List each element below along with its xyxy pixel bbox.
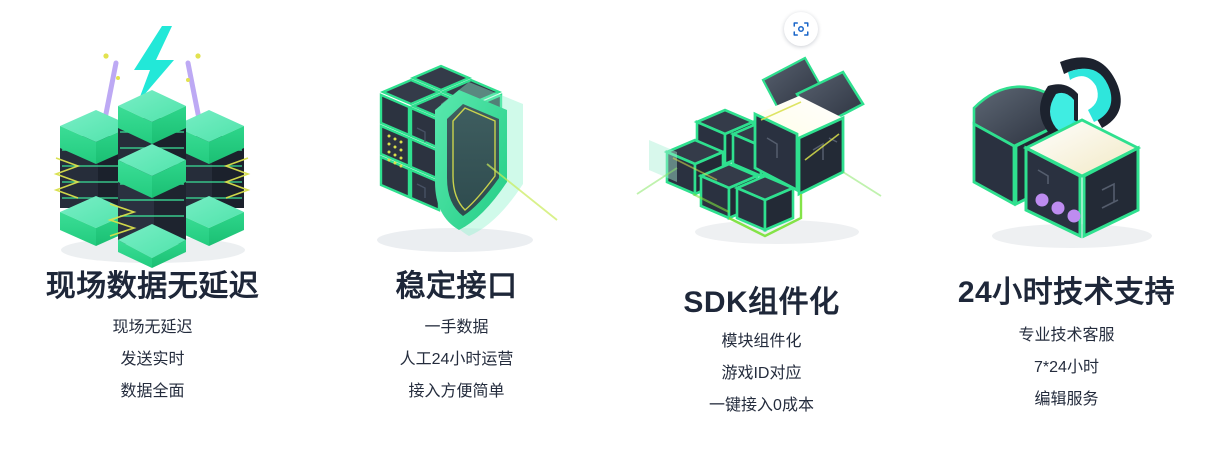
scan-focus-badge[interactable] — [784, 12, 818, 46]
light-beam — [485, 163, 558, 221]
title-block: SDK组件化 模块组件化 游戏ID对应 一键接入0成本 — [683, 284, 839, 422]
illustration-headset-cube — [915, 0, 1218, 268]
feature-title: SDK组件化 — [683, 286, 840, 319]
title-block: 24小时技术支持 专业技术客服 7*24小时 编辑服务 — [958, 274, 1175, 416]
feature-line: 7*24小时 — [1034, 359, 1099, 376]
ground-shadow — [991, 224, 1152, 248]
scan-focus-icon[interactable] — [792, 20, 810, 38]
status-dots — [1035, 193, 1080, 223]
feature-line: 一键接入0成本 — [709, 397, 814, 414]
feature-title: 24小时技术支持 — [957, 276, 1176, 309]
glass-panel — [648, 140, 677, 182]
feature-line: 编辑服务 — [1034, 391, 1099, 408]
feature-line: 数据全面 — [120, 383, 185, 400]
data-flow-lines — [53, 157, 250, 237]
feature-line: 现场无延迟 — [112, 319, 193, 336]
server-tower-front — [117, 144, 186, 268]
lightning-bolt-icon — [133, 26, 174, 102]
box-right — [797, 115, 844, 197]
circuit-traces — [766, 137, 837, 160]
feature-line: 专业技术客服 — [1018, 327, 1115, 344]
feature-card-support-24h: 24小时技术支持 专业技术客服 7*24小时 编辑服务 — [915, 0, 1218, 416]
server-tower-back-right — [173, 110, 244, 246]
illustration-shield-cube — [305, 0, 608, 268]
headset-cube-icon — [972, 57, 1152, 248]
box-left — [753, 111, 798, 193]
illustration-modular-cubes — [608, 0, 915, 268]
feature-title: 稳定接口 — [395, 270, 518, 303]
shield-cube-icon — [376, 64, 558, 252]
modular-cubes-icon — [636, 56, 881, 244]
server-stack-icon — [53, 26, 250, 268]
feature-title: 现场数据无延迟 — [45, 270, 260, 303]
feature-lines: 专业技术客服 7*24小时 编辑服务 — [1018, 320, 1114, 416]
feature-card-realtime-data: 现场数据无延迟 现场无延迟 发送实时 数据全面 — [0, 0, 305, 408]
feature-lines: 模块组件化 游戏ID对应 一键接入0成本 — [709, 326, 814, 422]
shield-outline — [451, 107, 496, 211]
perforation-dots — [387, 134, 402, 168]
illustration-server-stack — [0, 0, 305, 268]
feature-line: 一手数据 — [424, 319, 489, 336]
circuit-traces — [1037, 169, 1118, 209]
feature-card-sdk-modular: SDK组件化 模块组件化 游戏ID对应 一键接入0成本 — [608, 0, 915, 422]
cube-front — [1022, 118, 1141, 239]
feature-lines: 现场无延迟 发送实时 数据全面 — [112, 312, 192, 408]
feature-line: 人工24小时运营 — [399, 351, 514, 368]
feature-line: 接入方便简单 — [408, 383, 505, 400]
light-rays — [636, 157, 881, 197]
feature-line: 游戏ID对应 — [721, 365, 802, 382]
feature-line: 模块组件化 — [721, 333, 802, 350]
open-box — [753, 56, 865, 197]
feature-lines: 一手数据 人工24小时运营 接入方便简单 — [400, 312, 514, 408]
feature-card-stable-interface: 稳定接口 一手数据 人工24小时运营 接入方便简单 — [305, 0, 608, 408]
server-tower-back-left — [59, 110, 132, 246]
base-outline — [727, 194, 802, 238]
ground-shadow — [376, 228, 533, 252]
title-block: 现场数据无延迟 现场无延迟 发送实时 数据全面 — [46, 268, 260, 408]
title-block: 稳定接口 一手数据 人工24小时运营 接入方便简单 — [396, 268, 518, 408]
feature-line: 发送实时 — [120, 351, 185, 368]
ground-shadow — [694, 220, 859, 244]
